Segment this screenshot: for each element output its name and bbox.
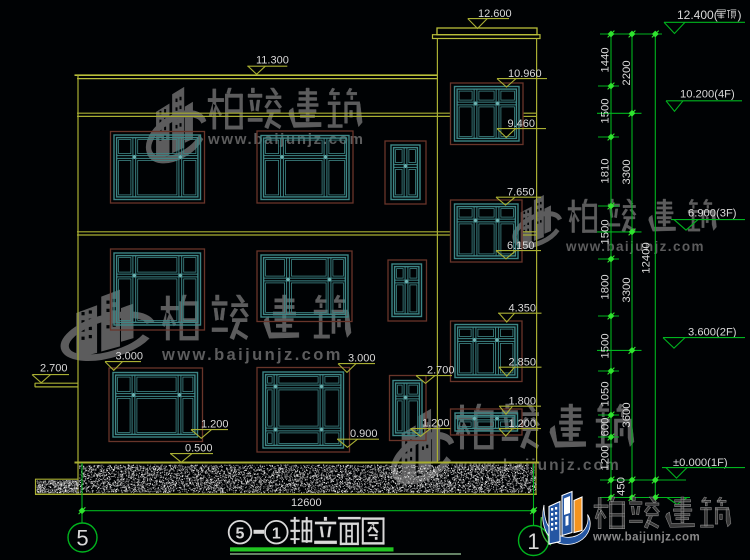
svg-text:3.000: 3.000 — [348, 353, 376, 365]
svg-text:12.600: 12.600 — [478, 8, 512, 20]
svg-text:0.900: 0.900 — [350, 428, 378, 440]
svg-text:1500: 1500 — [600, 219, 612, 244]
svg-text:3600: 3600 — [621, 402, 633, 427]
svg-text:1: 1 — [272, 526, 281, 543]
svg-text:1.200: 1.200 — [201, 419, 229, 431]
svg-text:450: 450 — [616, 477, 628, 496]
svg-text:1500: 1500 — [600, 333, 612, 358]
svg-text:2.700: 2.700 — [427, 365, 455, 377]
svg-text:10.960: 10.960 — [508, 68, 542, 80]
svg-text:12600: 12600 — [291, 497, 322, 509]
svg-text:1440: 1440 — [600, 47, 612, 72]
svg-text:±0.000(1F): ±0.000(1F) — [673, 457, 728, 469]
svg-text:1: 1 — [527, 529, 539, 554]
svg-text:2.700: 2.700 — [40, 363, 68, 375]
svg-text:www.baijunjz.com: www.baijunjz.com — [207, 131, 365, 148]
svg-text:0.500: 0.500 — [185, 443, 213, 455]
svg-text:9.460: 9.460 — [508, 118, 536, 130]
svg-text:3300: 3300 — [621, 277, 633, 302]
svg-text:1.800: 1.800 — [509, 396, 537, 408]
svg-text:1800: 1800 — [600, 274, 612, 299]
svg-text:3.000: 3.000 — [116, 351, 144, 363]
svg-text:www.baijunjz.com: www.baijunjz.com — [454, 457, 621, 474]
svg-text:7.650: 7.650 — [507, 187, 535, 199]
svg-text:1050: 1050 — [600, 381, 612, 406]
svg-text:1810: 1810 — [600, 158, 612, 183]
svg-text:1200: 1200 — [600, 445, 612, 470]
svg-text:www.baijunjz.com: www.baijunjz.com — [565, 239, 705, 254]
svg-text:1500: 1500 — [600, 98, 612, 123]
svg-text:4.350: 4.350 — [509, 303, 537, 315]
svg-text:10.200(4F): 10.200(4F) — [680, 89, 735, 101]
svg-text:6.900(3F): 6.900(3F) — [688, 208, 737, 220]
svg-text:3.600(2F): 3.600(2F) — [688, 327, 737, 339]
svg-text:www.baijunjz.com: www.baijunjz.com — [592, 532, 700, 544]
svg-text:1.200: 1.200 — [509, 418, 537, 430]
svg-text:2.850: 2.850 — [509, 357, 537, 369]
svg-text:1.200: 1.200 — [422, 418, 450, 430]
svg-text:600: 600 — [600, 418, 612, 437]
svg-text:3300: 3300 — [621, 159, 633, 184]
svg-text:www.baijunjz.com: www.baijunjz.com — [161, 346, 343, 364]
svg-text:11.300: 11.300 — [256, 55, 289, 67]
svg-text:2200: 2200 — [621, 60, 633, 85]
svg-text:): ) — [738, 8, 742, 22]
svg-text:6.150: 6.150 — [507, 240, 535, 252]
svg-text:5: 5 — [236, 526, 245, 543]
svg-text:12.400(: 12.400( — [677, 8, 718, 22]
svg-text:5: 5 — [76, 526, 88, 551]
svg-text:12400: 12400 — [641, 242, 653, 273]
